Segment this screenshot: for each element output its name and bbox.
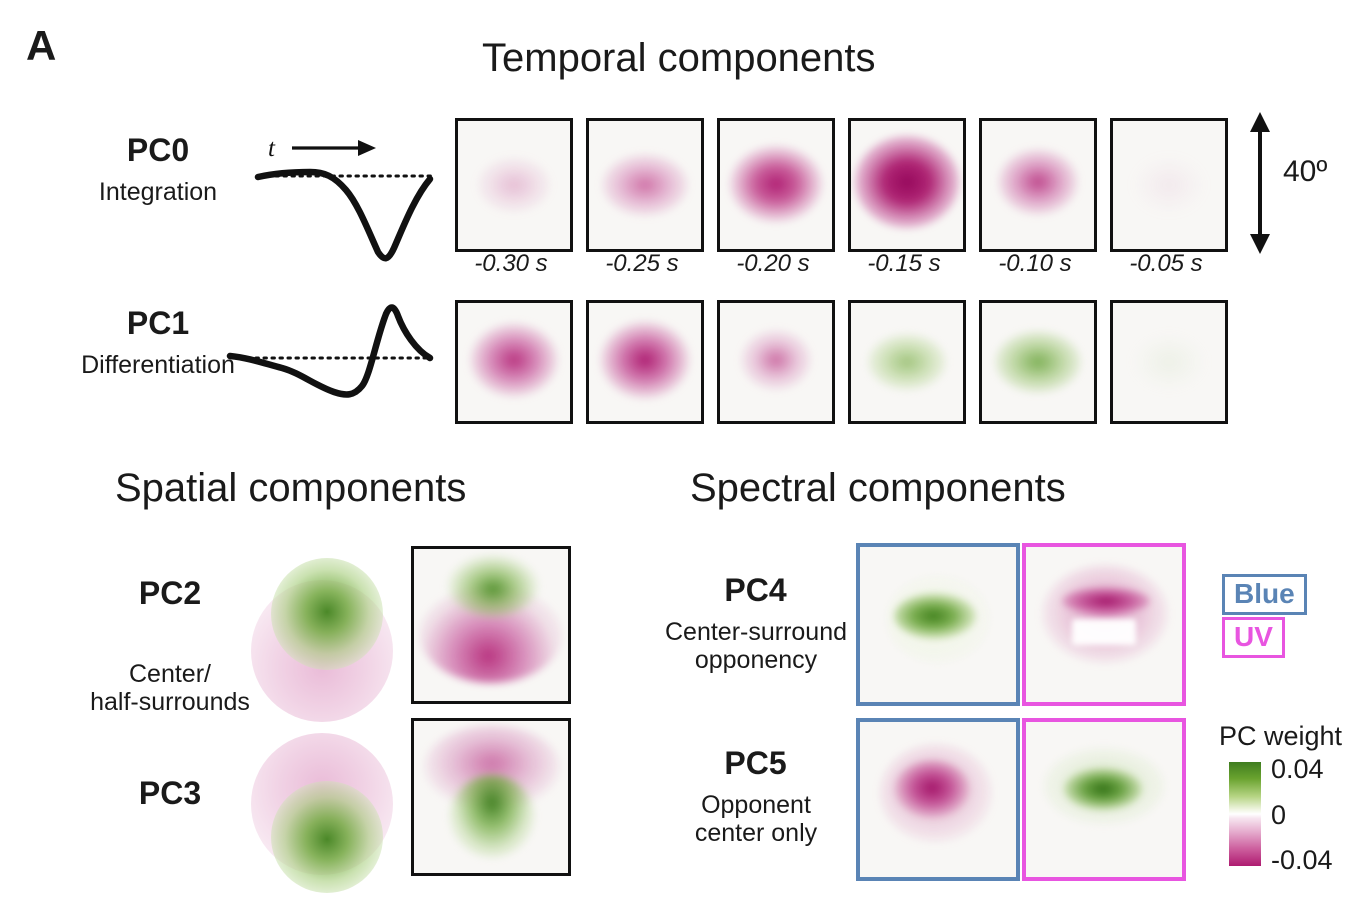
pc3-label: PC3: [138, 775, 202, 811]
pc3-rf-map: [411, 718, 571, 876]
colorbar-tick-mid: 0: [1271, 800, 1287, 830]
colorbar-tick-max: 0.04: [1271, 754, 1324, 784]
section-title-spectral: Spectral components: [690, 466, 1066, 510]
legend-chip-blue: Blue: [1222, 574, 1307, 616]
pc0-frame-5: [1110, 118, 1228, 252]
pc0-frame-3: [848, 118, 966, 252]
svg-text:t: t: [268, 135, 276, 162]
pc2-label: PC2: [138, 575, 202, 611]
pc4-uv-map: [1022, 543, 1186, 706]
colorbar-gradient: [1229, 762, 1261, 866]
pc1-frame-2: [717, 300, 835, 424]
time-caption-1: -0.25 s: [605, 250, 679, 277]
time-caption-3: -0.15 s: [867, 250, 941, 277]
pc5-uv-map: [1022, 718, 1186, 881]
pc5-blue-map: [856, 718, 1020, 881]
section-title-spatial: Spatial components: [115, 466, 467, 510]
pc1-frame-4: [979, 300, 1097, 424]
pc1-description: Differentiation: [81, 351, 235, 379]
pc4-blue-map: [856, 543, 1020, 706]
pc4-label: PC4: [724, 572, 787, 608]
panel-letter: A: [26, 22, 56, 69]
colorbar-tick-min: -0.04: [1271, 845, 1333, 875]
pc2-schematic: [243, 558, 408, 723]
pc2-rf-map: [411, 546, 571, 704]
time-caption-0: -0.30 s: [474, 250, 548, 277]
time-caption-4: -0.10 s: [998, 250, 1072, 277]
pc1-frame-0: [455, 300, 573, 424]
time-caption-5: -0.05 s: [1129, 250, 1203, 277]
pc0-temporal-trace: [254, 168, 436, 262]
pc23-description: Center/ half-surrounds: [90, 660, 250, 716]
pc1-temporal-trace: [226, 304, 434, 398]
time-caption-2: -0.20 s: [736, 250, 810, 277]
pc4-description: Center-surround opponency: [664, 618, 848, 674]
colorbar-title: PC weight: [1219, 721, 1343, 751]
pc0-frame-1: [586, 118, 704, 252]
scale-bar-arrow: [1250, 112, 1270, 254]
pc5-description: Opponent center only: [694, 791, 818, 847]
pc5-label: PC5: [724, 745, 787, 781]
time-axis-arrow: t: [268, 135, 376, 162]
pc1-frame-3: [848, 300, 966, 424]
pc0-frame-2: [717, 118, 835, 252]
pc1-label: PC1: [126, 305, 190, 341]
pc0-description: Integration: [98, 178, 218, 206]
pc1-frame-5: [1110, 300, 1228, 424]
scale-bar-label: 40º: [1283, 155, 1328, 188]
pc0-frame-4: [979, 118, 1097, 252]
pc1-frame-1: [586, 300, 704, 424]
pc3-schematic: [243, 733, 408, 898]
section-title-temporal: Temporal components: [482, 36, 876, 80]
pc2-center-blob: [271, 558, 383, 670]
pc3-center-blob: [271, 781, 383, 893]
pc0-frame-0: [455, 118, 573, 252]
legend-chip-uv: UV: [1222, 617, 1285, 659]
pc0-label: PC0: [126, 132, 190, 168]
